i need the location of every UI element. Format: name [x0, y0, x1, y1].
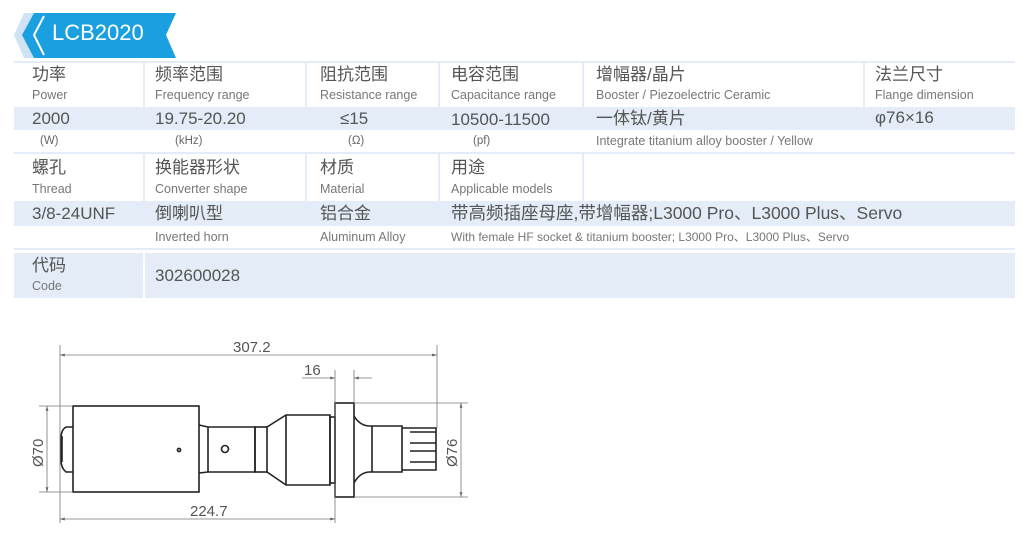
header-usage: 用途	[451, 158, 485, 177]
header-shape: 换能器形状	[155, 158, 240, 177]
material-en: Aluminum Alloy	[320, 230, 406, 244]
header-thread: 螺孔	[32, 158, 66, 177]
header-usage-en: Applicable models	[451, 182, 553, 196]
converter-drawing: 307.2 16 224.7 Ø70 Ø76	[30, 339, 468, 523]
header-resistance: 阻抗范围	[320, 65, 388, 84]
value-resistance: ≤15	[340, 109, 369, 128]
unit-resistance: (Ω)	[348, 135, 365, 147]
value-flange: φ76×16	[875, 108, 934, 127]
model-tag	[14, 13, 176, 58]
header-booster-en: Booster / Piezoelectric Ceramic	[596, 88, 771, 102]
value-usage: 带高频插座母座,带增幅器;L3000 Pro、L3000 Plus、Servo	[451, 203, 903, 223]
unit-capacitance: (pf)	[473, 135, 491, 147]
header-power: 功率	[32, 65, 66, 84]
header-thread-en: Thread	[32, 182, 72, 196]
header-flange: 法兰尺寸	[875, 65, 943, 84]
value-capacitance: 10500-11500	[451, 110, 550, 129]
value-frequency: 19.75-20.20	[155, 109, 246, 128]
booster-description: Integrate titanium alloy booster / Yello…	[596, 134, 813, 148]
header-flange-en: Flange dimension	[875, 88, 974, 102]
header-material: 材质	[320, 158, 354, 177]
dim-body-length: 224.7	[190, 503, 228, 520]
value-material: 铝合金	[320, 204, 371, 223]
value-booster: 一体钛/黄片	[596, 109, 686, 128]
header-frequency-en: Frequency range	[155, 88, 250, 102]
header-capacitance: 电容范围	[451, 65, 519, 84]
value-code: 302600028	[155, 266, 241, 285]
header-capacitance-en: Capacitance range	[451, 88, 556, 102]
dim-flange-diameter: Ø76	[444, 439, 461, 467]
value-shape: 倒喇叭型	[155, 204, 223, 223]
header-booster: 增幅器/晶片	[596, 65, 686, 84]
header-power-en: Power	[32, 88, 68, 102]
converter-outline	[60, 402, 437, 498]
model-title: LCB2020	[52, 20, 144, 45]
dim-overall-length: 307.2	[233, 339, 271, 356]
usage-en: With female HF socket & titanium booster…	[451, 230, 850, 244]
shape-en: Inverted horn	[155, 230, 229, 244]
tag-banner-shape	[14, 13, 176, 58]
header-resistance-en: Resistance range	[320, 88, 418, 102]
header-frequency: 频率范围	[155, 65, 223, 84]
unit-power: (W)	[40, 135, 59, 147]
dim-converter-diameter: Ø70	[30, 439, 47, 467]
header-code-en: Code	[32, 279, 62, 293]
dimension-lines	[39, 345, 468, 523]
header-material-en: Material	[320, 182, 365, 196]
unit-frequency: (kHz)	[175, 135, 203, 147]
dim-flange-thickness: 16	[304, 362, 321, 379]
header-code: 代码	[32, 256, 66, 275]
value-thread: 3/8-24UNF	[32, 204, 116, 223]
value-power: 2000	[32, 109, 70, 128]
header-shape-en: Converter shape	[155, 182, 248, 196]
